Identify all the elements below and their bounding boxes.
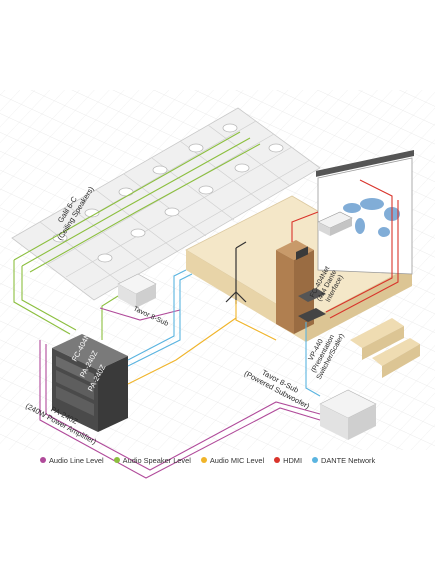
wall-subwoofer [117, 273, 157, 308]
legend-item-mic-level: Audio MIC Level [200, 455, 265, 465]
dante-dot-icon [312, 457, 318, 463]
legend: Audio Line Level Audio Speaker Level Aud… [40, 452, 400, 468]
legend-item-speaker-level: Audio Speaker Level [113, 455, 191, 465]
legend-label: HDMI [283, 455, 302, 465]
legend-item-dante: DANTE Network [312, 456, 375, 465]
line-level-dot-icon [40, 457, 46, 463]
legend-item-hdmi: HDMI [274, 456, 302, 465]
ceiling-speakers [52, 123, 284, 263]
hdmi-dot-icon [274, 457, 281, 463]
legend-label: DANTE Network [321, 455, 376, 465]
legend-label: Audio Speaker Level [122, 455, 191, 465]
cables [13, 131, 399, 479]
projector [317, 211, 353, 236]
legend-label: Audio MIC Level [209, 455, 265, 465]
legend-item-line-level: Audio Line Level [40, 456, 104, 465]
mic-level-dot-icon [200, 457, 207, 463]
lectern-devices [298, 288, 326, 322]
microphone-stand [225, 241, 247, 304]
equipment-rack [52, 334, 128, 432]
lectern [276, 240, 314, 334]
projection-screen [316, 150, 414, 275]
floor-subwoofer [319, 389, 377, 440]
speaker-level-dot-icon [113, 457, 120, 463]
legend-label: Audio Line Level [49, 455, 104, 465]
